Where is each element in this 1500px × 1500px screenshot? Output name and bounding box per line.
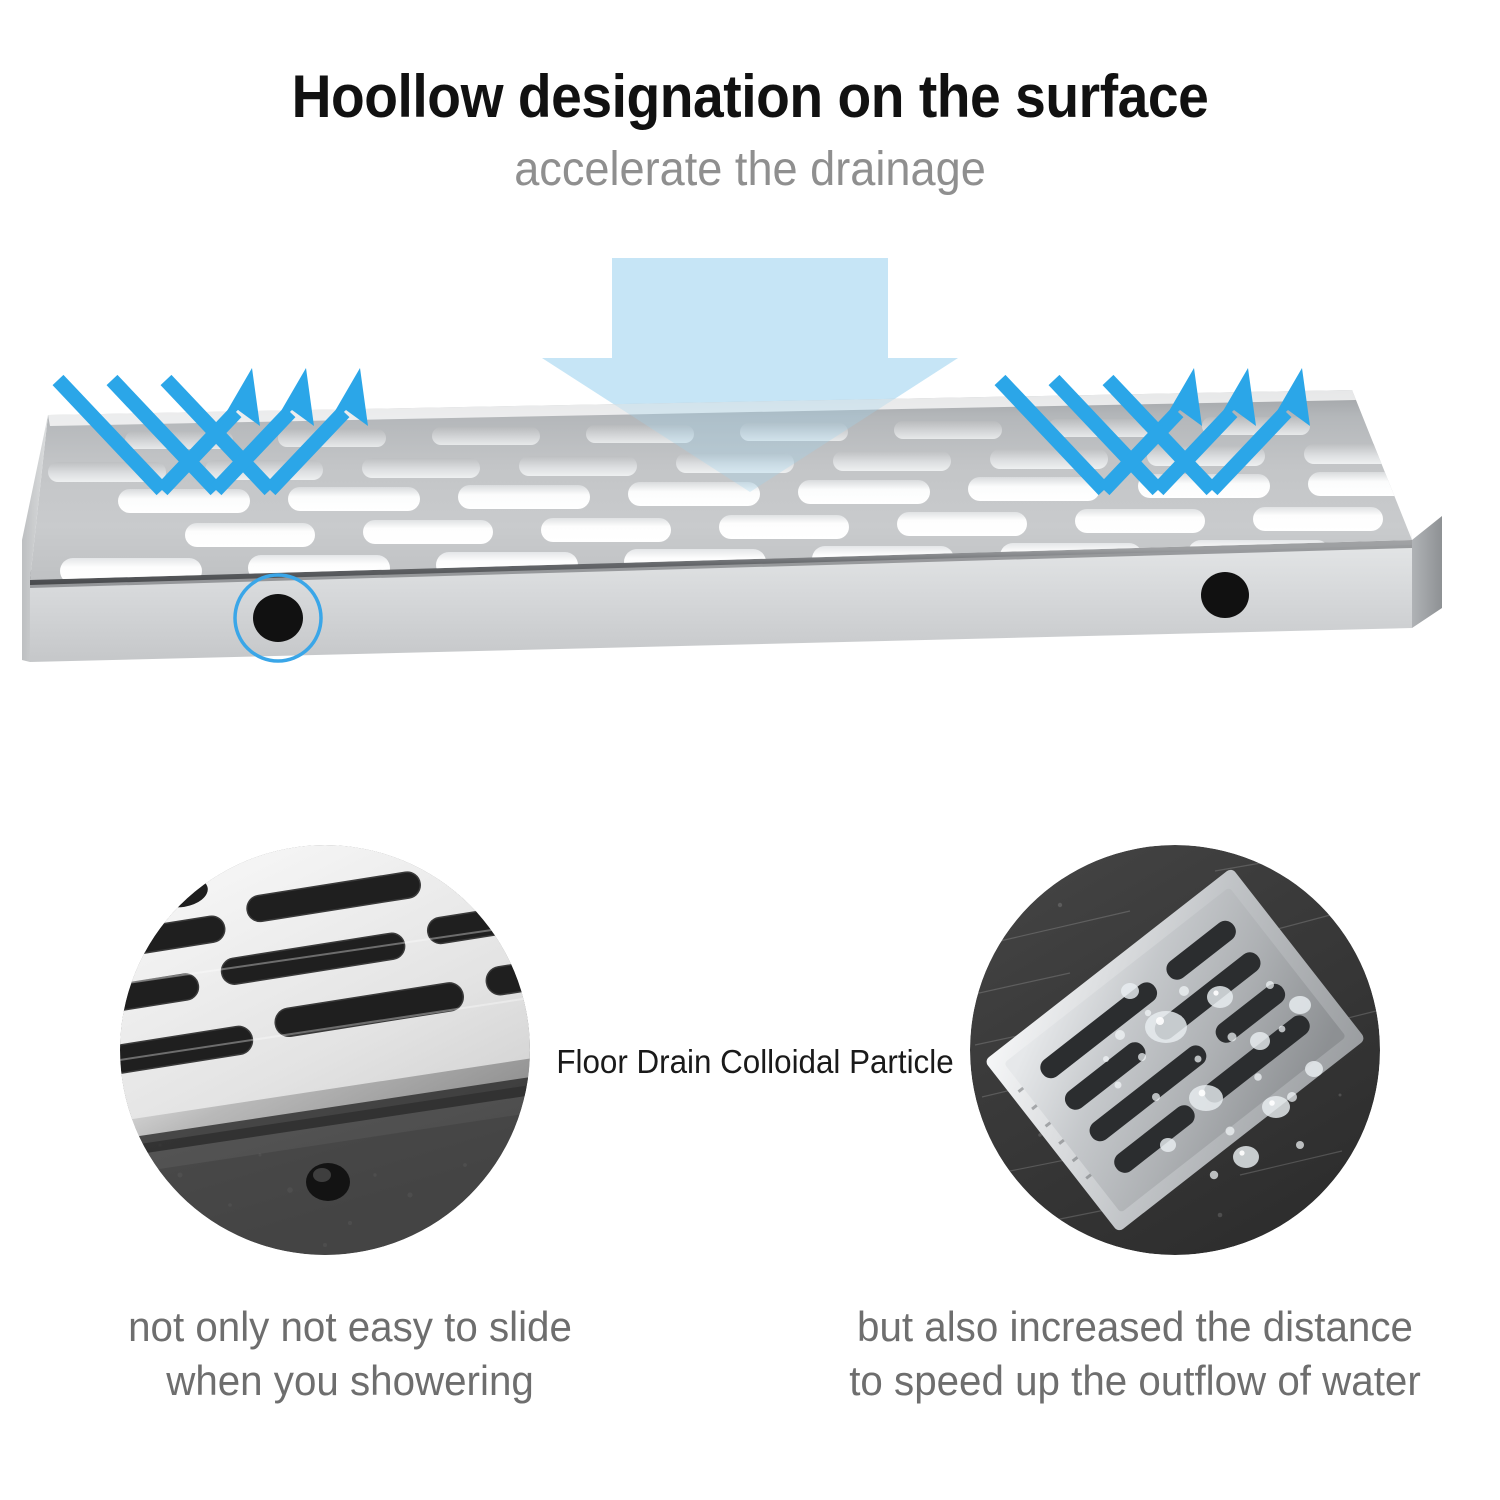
reflected-rays-left	[52, 374, 350, 496]
drain-grate-closeup-photo	[120, 845, 530, 1255]
drain-water-beading-photo	[970, 845, 1380, 1255]
colloidal-particle-right	[1201, 572, 1249, 618]
water-flow-down-arrow	[542, 258, 958, 492]
caption-left-line-1: not only not easy to slide	[128, 1303, 572, 1350]
reflected-rays-right-heads	[1158, 368, 1310, 430]
rubber-foot	[306, 1163, 350, 1201]
colloidal-particle-highlight	[233, 573, 323, 663]
reflected-rays-left-heads	[216, 368, 368, 430]
caption-right: but also increased the distance to speed…	[804, 1300, 1466, 1408]
page-subtitle: accelerate the drainage	[514, 143, 986, 196]
colloidal-particle-left	[253, 594, 303, 642]
caption-right-line-2: to speed up the outflow of water	[849, 1356, 1421, 1404]
caption-left: not only not easy to slide when you show…	[57, 1300, 643, 1408]
slot-row-2	[118, 472, 1412, 513]
slot-row-3	[185, 507, 1383, 547]
caption-left-line-2: when you showering	[166, 1356, 534, 1404]
colloidal-particle-label: Floor Drain Colloidal Particle	[556, 1043, 954, 1080]
caption-right-line-1: but also increased the distance	[857, 1303, 1413, 1350]
reflected-rays-right	[994, 374, 1292, 496]
water-droplets	[1103, 981, 1323, 1180]
page-title: Hoollow designation on the surface	[291, 63, 1209, 130]
hero-illustration	[0, 240, 1500, 700]
drain-body	[22, 258, 1442, 663]
